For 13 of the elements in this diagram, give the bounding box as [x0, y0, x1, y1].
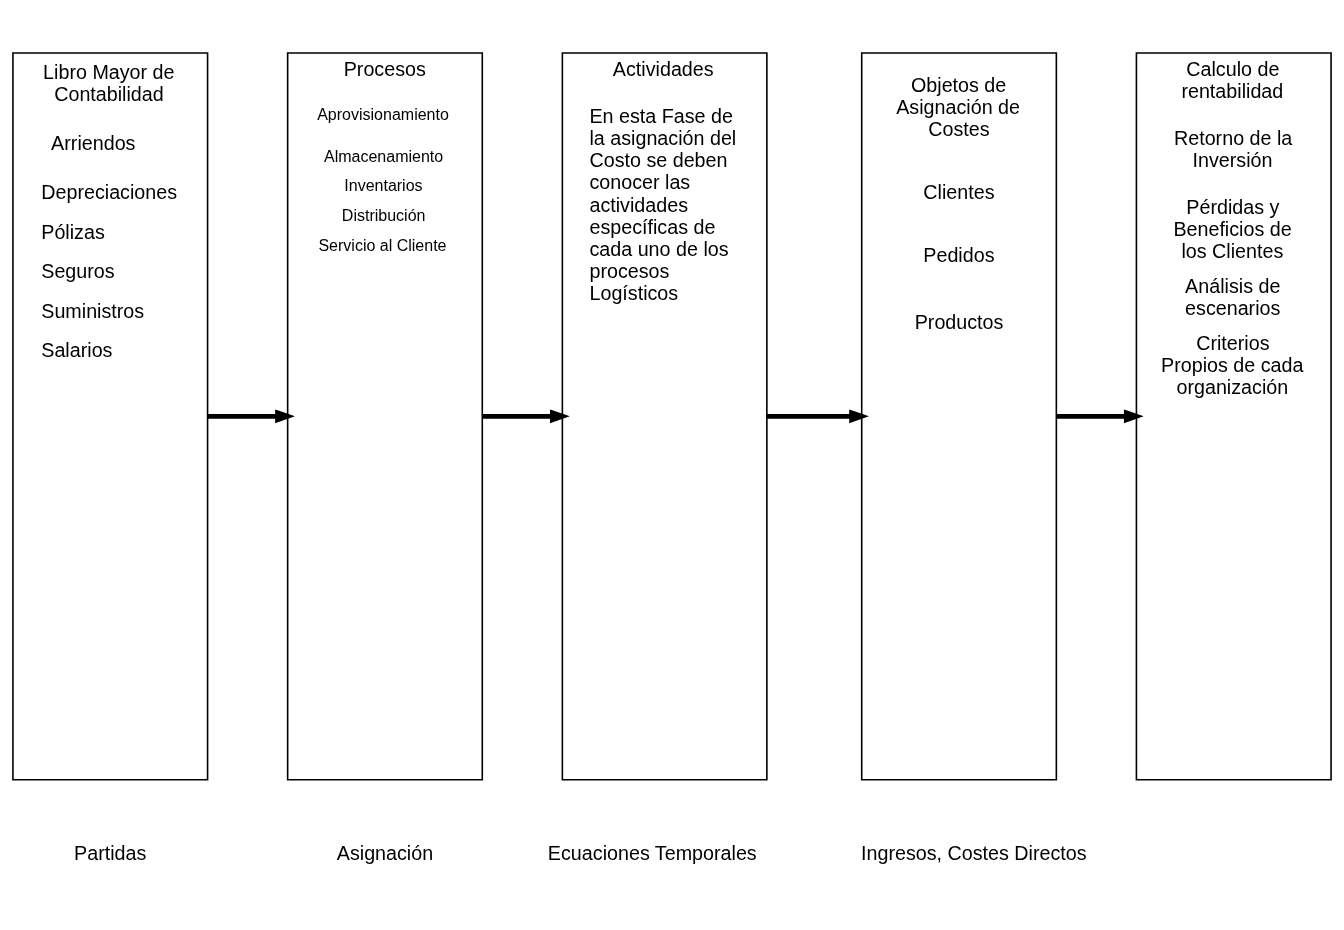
node-box: Procesos Aprovisionamiento Almacenamiento Inventarios Distribución Servicio al Cliente [286, 52, 484, 781]
label: Ingresos, Costes Directos [861, 841, 1087, 864]
label: Partidas [74, 841, 147, 864]
node-box: Calculo de rentabilidad Retorno de la Inversión Pérdidas y Beneficios de los Clientes Análisis de escenarios Criterios Propios de cada organización [1135, 52, 1332, 781]
node-box: Libro Mayor de Contabilidad Arriendos Depreciaciones Pólizas Seguros Suministros Salarios [12, 52, 209, 781]
arrow [482, 409, 570, 424]
arrow [207, 409, 295, 424]
arrow [1056, 409, 1144, 424]
label: Ecuaciones Temporales [547, 841, 757, 864]
arrow [766, 409, 869, 424]
label: Asignación [336, 841, 434, 864]
node-box: Objetos de Asignación de Costes Clientes Pedidos Productos [860, 52, 1058, 781]
node-box: Actividades En esta Fase de la asignación del Costo se deben conocer las actividades específicas de cada uno de los procesos Logísticos [561, 52, 768, 781]
